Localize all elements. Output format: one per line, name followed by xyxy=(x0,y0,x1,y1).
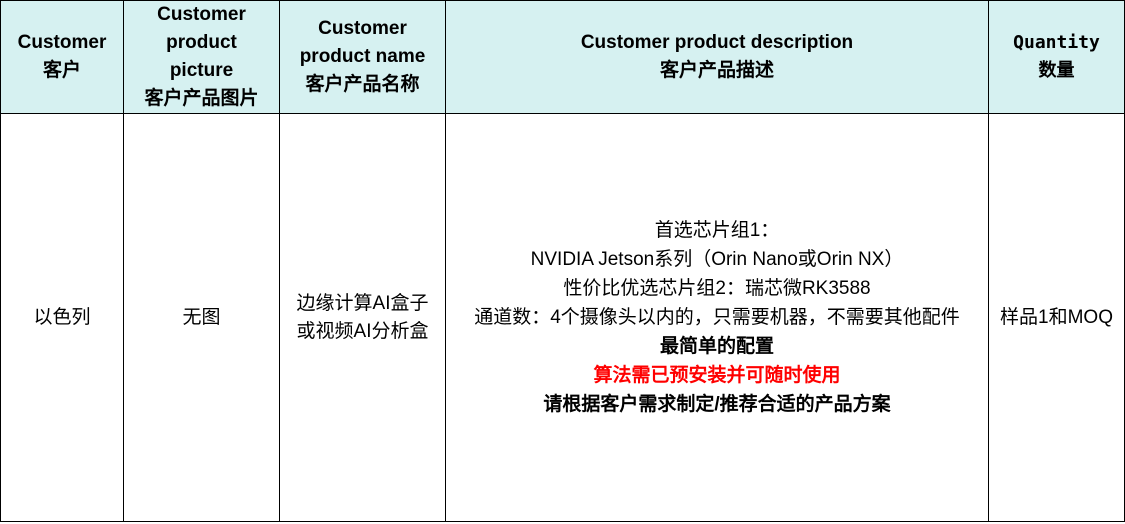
product-name-line-2: 或视频AI分析盒 xyxy=(296,320,429,342)
description-line-7: 请根据客户需求制定/推荐合适的产品方案 xyxy=(543,394,891,415)
cell-picture: 无图 xyxy=(123,113,280,522)
header-product-description: Customer product description 客户产品描述 xyxy=(445,0,989,114)
table-row: 以色列 无图 边缘计算AI盒子 或视频AI分析盒 首选芯片组1： NVIDIA … xyxy=(0,113,1125,522)
description-line-3: 性价比优选芯片组2：瑞芯微RK3588 xyxy=(563,278,871,299)
header-customer-zh: 客户 xyxy=(42,60,81,81)
header-customer-en: Customer xyxy=(17,32,107,53)
header-name-zh: 客户产品名称 xyxy=(305,74,420,95)
cell-quantity: 样品1和MOQ xyxy=(988,113,1125,522)
header-picture-line-2: product xyxy=(166,32,237,53)
header-picture-line-3: picture xyxy=(169,60,234,81)
description-line-1: 首选芯片组1： xyxy=(654,220,780,241)
header-customer: Customer 客户 xyxy=(0,0,124,114)
description-line-2: NVIDIA Jetson系列（Orin Nano或Orin NX） xyxy=(530,249,904,270)
header-quantity: Quantity 数量 xyxy=(988,0,1125,114)
header-picture-zh: 客户产品图片 xyxy=(144,88,259,109)
header-name-line-2: product name xyxy=(299,46,426,67)
description-line-5: 最简单的配置 xyxy=(659,336,774,357)
header-product-picture: Customer product picture 客户产品图片 xyxy=(123,0,280,114)
header-name-line-1: Customer xyxy=(318,18,407,39)
header-description-zh: 客户产品描述 xyxy=(659,60,774,81)
description-line-4: 通道数：4个摄像头以内的，只需要机器，不需要其他配件 xyxy=(474,307,960,328)
header-row: Customer 客户 Customer product picture 客户产… xyxy=(0,0,1125,114)
cell-product-name: 边缘计算AI盒子 或视频AI分析盒 xyxy=(279,113,446,522)
header-description-en: Customer product description xyxy=(580,32,854,53)
cell-product-description: 首选芯片组1： NVIDIA Jetson系列（Orin Nano或Orin N… xyxy=(445,113,989,522)
product-name-line-1: 边缘计算AI盒子 xyxy=(296,292,429,314)
header-product-name: Customer product name 客户产品名称 xyxy=(279,0,446,114)
header-picture-line-1: Customer xyxy=(157,4,246,25)
header-quantity-zh: 数量 xyxy=(1038,60,1075,81)
description-line-6: 算法需已预安装并可随时使用 xyxy=(593,365,841,386)
cell-customer: 以色列 xyxy=(0,113,124,522)
header-quantity-en: Quantity xyxy=(1013,32,1100,53)
